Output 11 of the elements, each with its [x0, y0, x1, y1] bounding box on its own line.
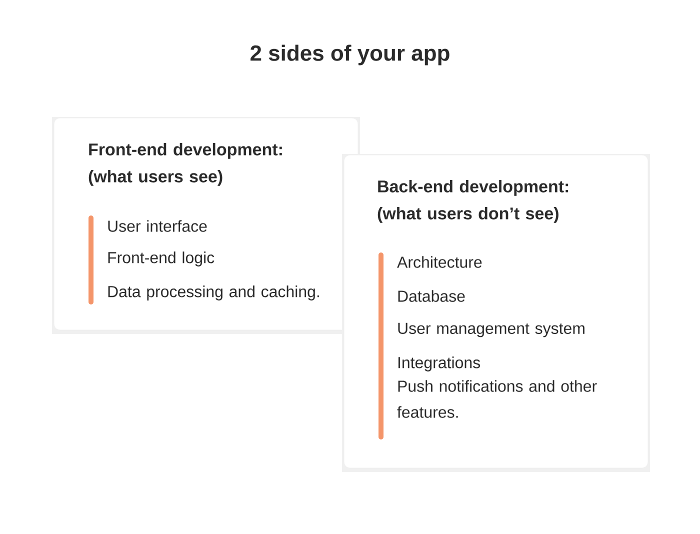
list-item: Integrations: [398, 356, 480, 372]
title: 2 sides of your app: [250, 44, 450, 66]
list-item: Data processing and caching.: [108, 286, 319, 300]
list-item: User management system: [398, 322, 584, 338]
card-heading: Front-end development: (what users see): [88, 143, 282, 186]
list-item: User interface: [108, 220, 207, 232]
list-item: Database: [398, 290, 465, 302]
card-heading: Back-end development: (what users don’t see): [378, 180, 568, 223]
list-item: Front-end logic: [108, 252, 214, 266]
list-item: Architecture: [397, 256, 482, 268]
list-item: Push notifications and other features.: [397, 380, 597, 418]
